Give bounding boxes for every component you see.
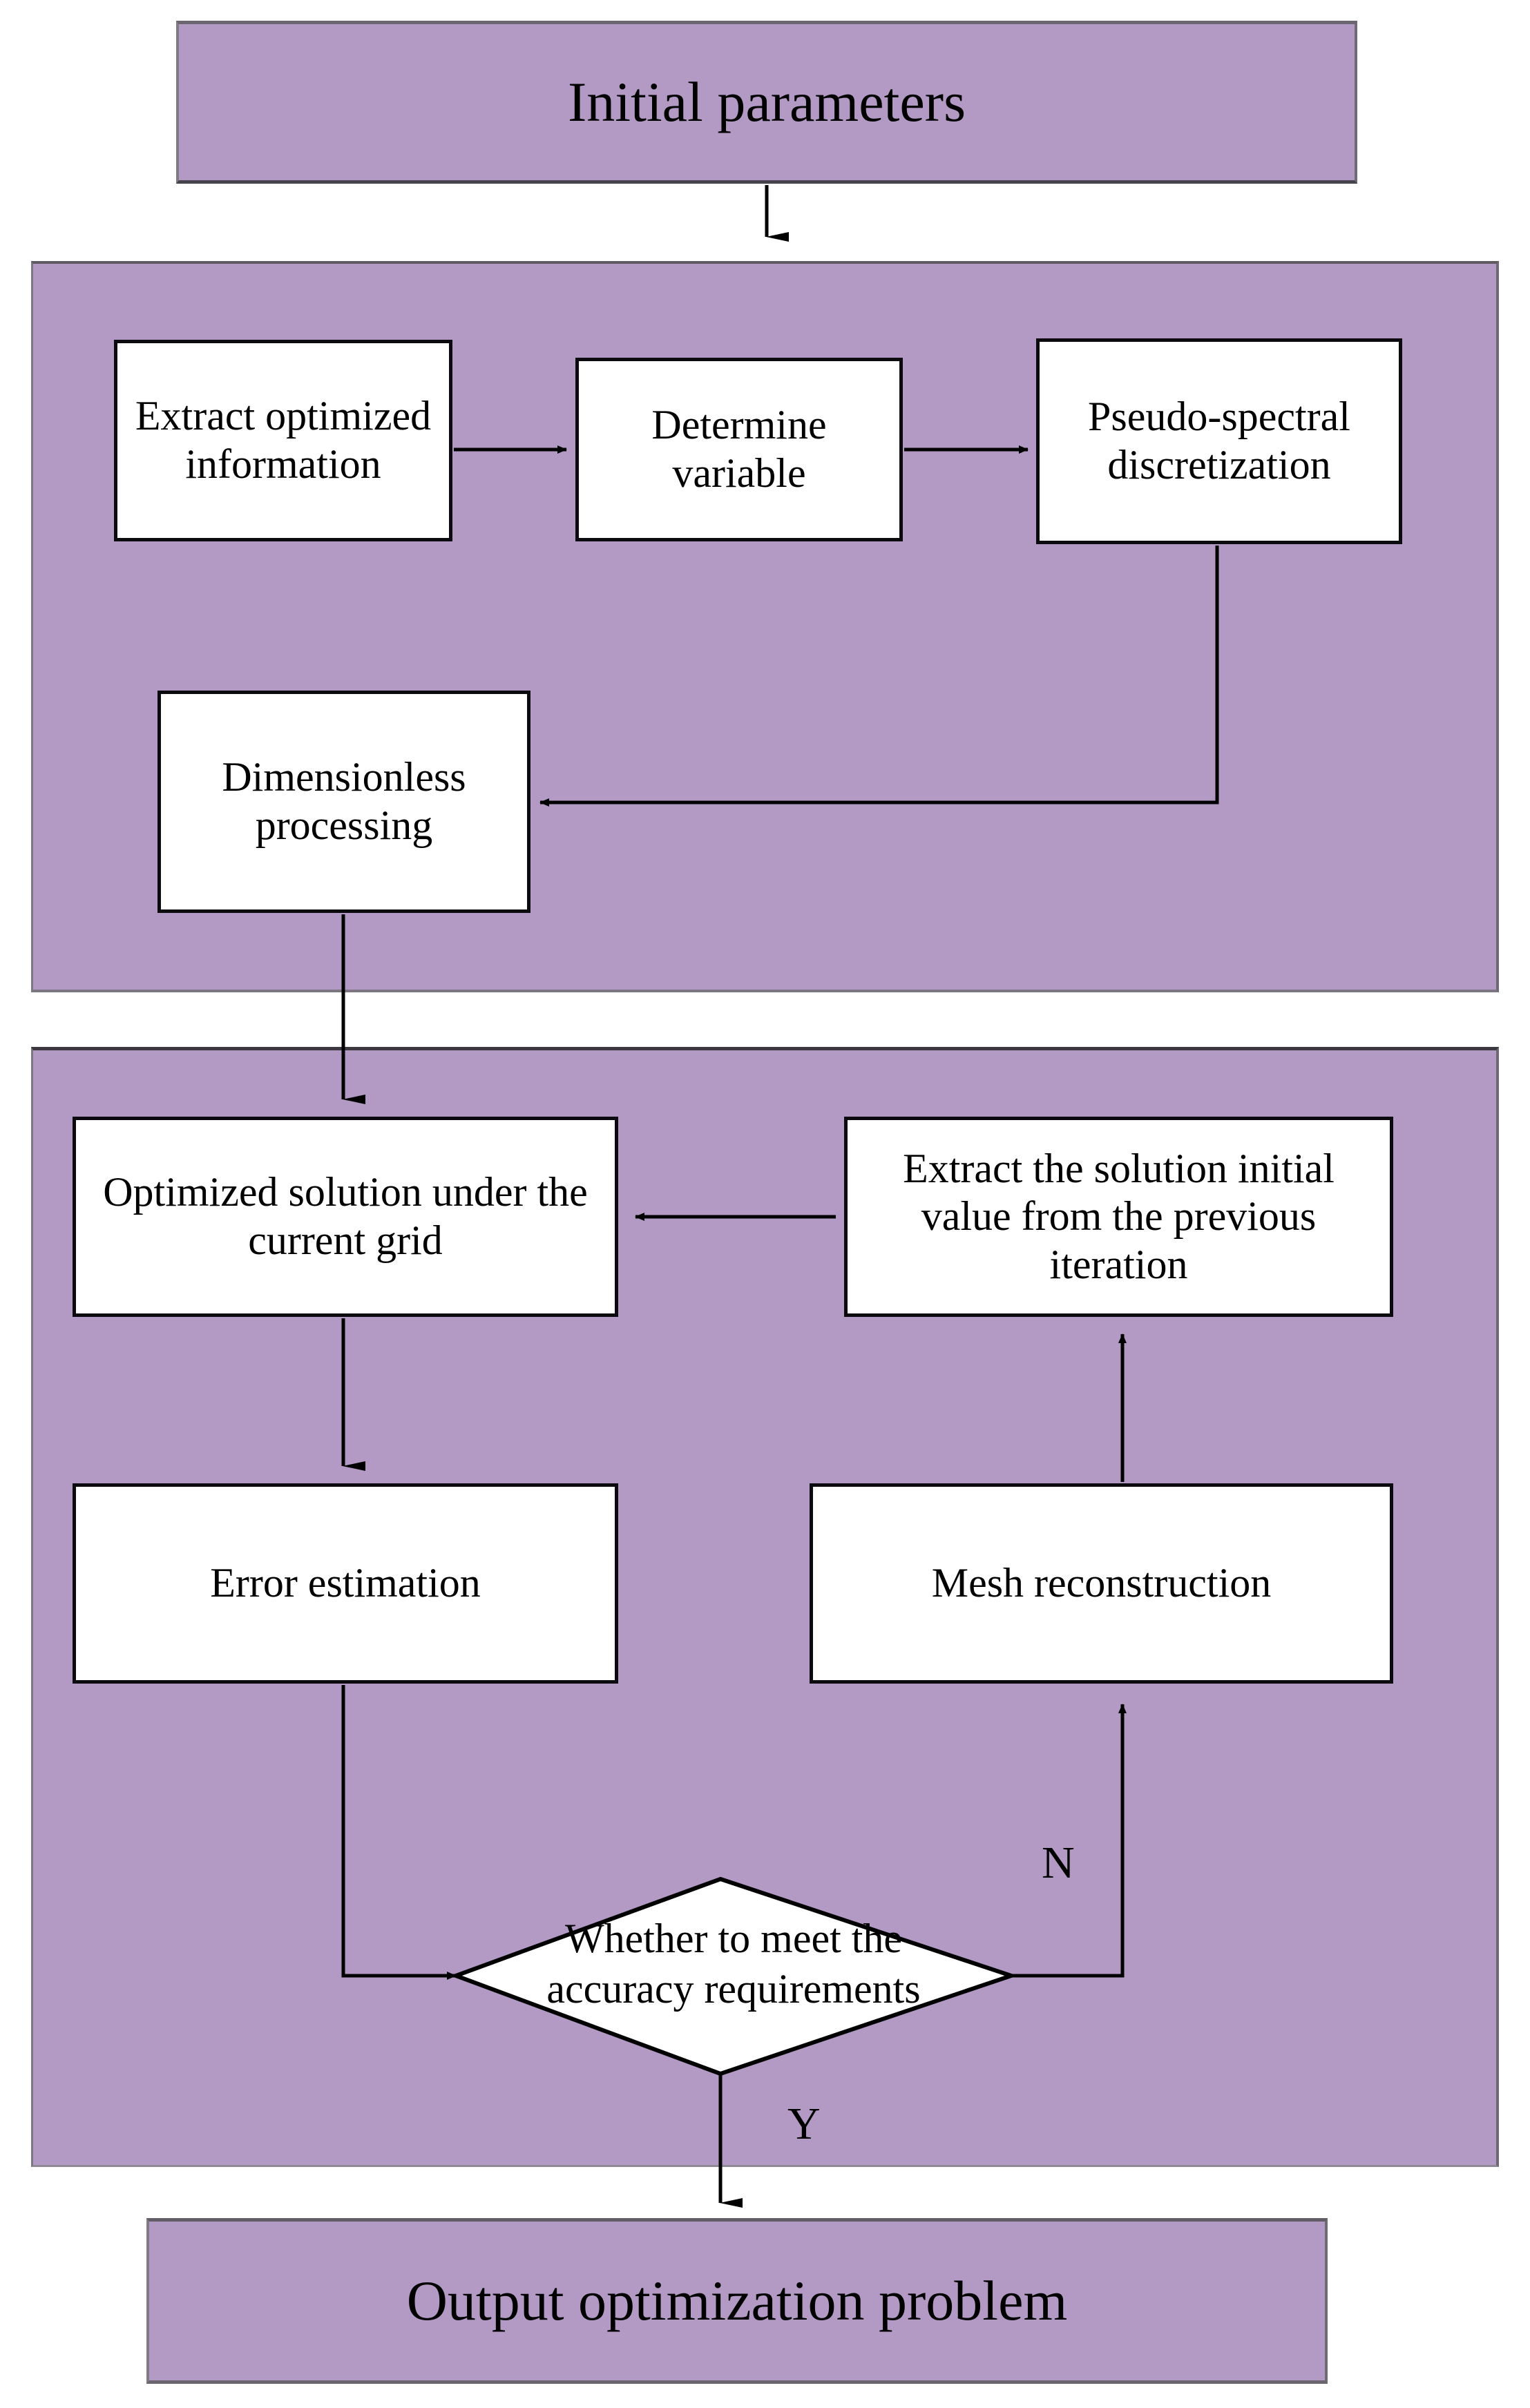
edge-decision-no-to-mesh — [1011, 1704, 1127, 1978]
decision-diamond — [450, 1876, 1018, 2077]
node-extract-optimized-information-label: Extract optimized information — [135, 393, 432, 487]
edge-error-to-decision — [341, 1685, 457, 1980]
node-determine-variable-label: Determine variable — [651, 402, 827, 496]
node-pseudo-spectral-discretization-label: Pseudo-spectral discretization — [1088, 394, 1350, 488]
branch-label-no-text: N — [1042, 1838, 1075, 1888]
terminator-start: Initial parameters — [176, 21, 1357, 184]
branch-label-yes-text: Y — [787, 2099, 821, 2149]
node-extract-solution-initial-value: Extract the solution initial value from … — [844, 1117, 1393, 1317]
node-error-estimation: Error estimation — [73, 1483, 618, 1684]
terminator-end-label: Output optimization problem — [406, 2269, 1068, 2332]
terminator-start-label: Initial parameters — [567, 70, 966, 133]
node-pseudo-spectral-discretization: Pseudo-spectral discretization — [1036, 338, 1402, 544]
node-error-estimation-label: Error estimation — [210, 1560, 481, 1606]
node-extract-optimized-information: Extract optimized information — [114, 340, 452, 541]
node-optimized-solution-under-current-grid-label: Optimized solution under the current gri… — [103, 1169, 588, 1263]
node-optimized-solution-under-current-grid: Optimized solution under the current gri… — [73, 1117, 618, 1317]
branch-label-no: N — [1042, 1840, 1075, 1886]
node-extract-solution-initial-value-label: Extract the solution initial value from … — [903, 1145, 1335, 1287]
node-dimensionless-processing-label: Dimensionless processing — [222, 754, 466, 848]
node-dimensionless-processing: Dimensionless processing — [157, 691, 530, 913]
branch-label-yes: Y — [787, 2101, 821, 2147]
terminator-end: Output optimization problem — [146, 2218, 1328, 2384]
node-determine-variable: Determine variable — [575, 358, 903, 541]
node-mesh-reconstruction: Mesh reconstruction — [810, 1483, 1393, 1684]
edge-pseudo-to-dimensionless — [539, 546, 1219, 807]
node-mesh-reconstruction-label: Mesh reconstruction — [931, 1560, 1272, 1606]
